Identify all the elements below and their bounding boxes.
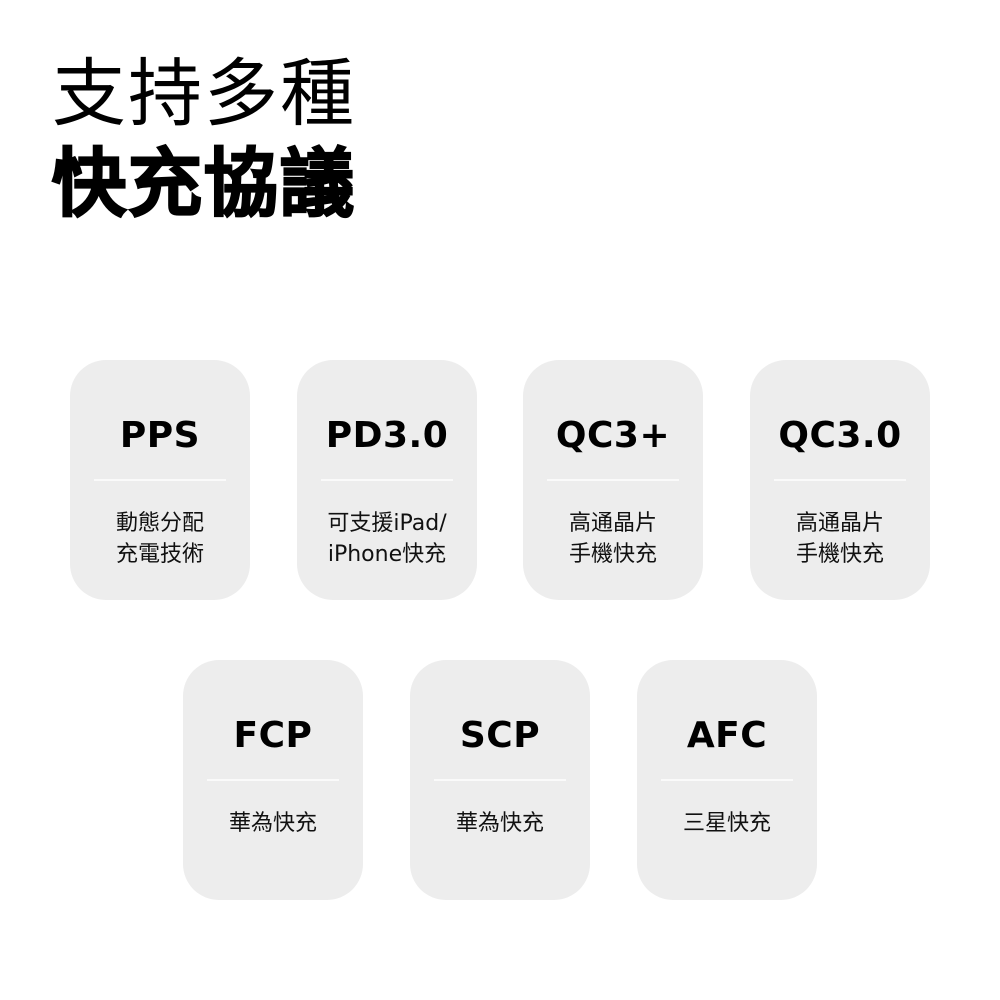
protocol-name: PD3.0 [325,415,449,456]
card-divider [661,779,793,781]
protocol-card-afc: AFC 三星快充 [637,660,817,900]
protocol-card-fcp: FCP 華為快充 [183,660,363,900]
description-line: 華為快充 [228,811,317,836]
description-line: 高通晶片 [795,511,884,536]
card-divider [434,779,566,781]
protocol-name: PPS [119,415,201,456]
headline: 支持多種 快充協議 [51,51,356,227]
protocol-description: 可支援iPad/ iPhone快充 [297,508,477,570]
description-line: iPhone快充 [327,542,447,567]
protocol-card-pd30: PD3.0 可支援iPad/ iPhone快充 [297,360,477,600]
card-divider [774,479,906,481]
description-line: 三星快充 [682,811,771,836]
description-line: 手機快充 [795,542,884,567]
protocol-description: 動態分配 充電技術 [70,508,250,570]
description-line: 高通晶片 [568,511,657,536]
protocol-description: 華為快充 [410,808,590,839]
description-line: 手機快充 [568,542,657,567]
description-line: 華為快充 [455,811,544,836]
protocol-name: SCP [459,715,541,756]
card-divider [207,779,339,781]
protocol-description: 高通晶片 手機快充 [523,508,703,570]
protocol-description: 高通晶片 手機快充 [750,508,930,570]
headline-line-1: 支持多種 [52,51,356,137]
protocol-name: FCP [233,715,313,756]
protocol-card-qc30: QC3.0 高通晶片 手機快充 [750,360,930,600]
protocol-card-qc3plus: QC3+ 高通晶片 手機快充 [523,360,703,600]
protocol-name: QC3.0 [778,415,902,456]
description-line: 動態分配 [115,511,204,536]
protocol-description: 華為快充 [183,808,363,839]
description-line: 可支援iPad/ [327,511,447,536]
headline-line-2: 快充協議 [51,141,356,227]
protocol-name: AFC [686,715,768,756]
protocol-card-scp: SCP 華為快充 [410,660,590,900]
card-divider [94,479,226,481]
protocol-card-pps: PPS 動態分配 充電技術 [70,360,250,600]
protocol-name: QC3+ [555,415,671,456]
card-divider [547,479,679,481]
protocol-description: 三星快充 [637,808,817,839]
card-divider [321,479,453,481]
description-line: 充電技術 [115,542,204,567]
